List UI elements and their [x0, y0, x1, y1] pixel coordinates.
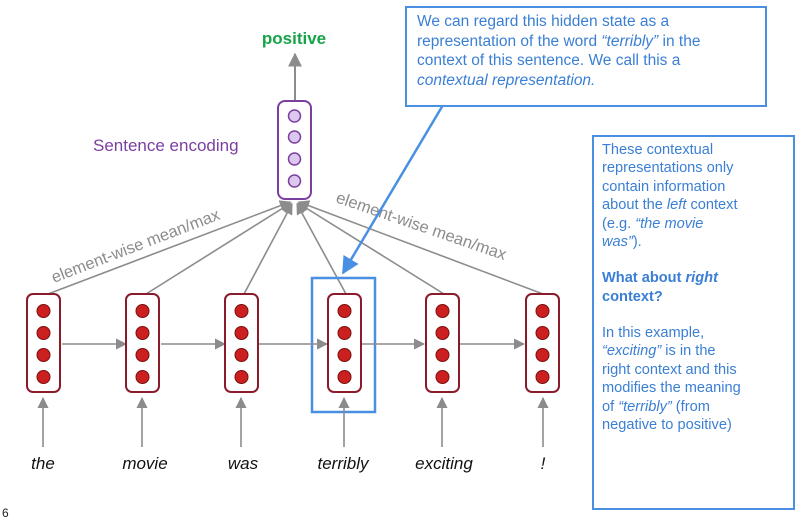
callout-right-text: representations only — [602, 160, 734, 177]
pooling-label-left: element-wise mean/max — [49, 206, 223, 287]
callout-top-line: We can regard this hidden state as a — [417, 12, 755, 32]
callout-right-text: is in the — [661, 343, 716, 360]
callout-right-emphasis: “terribly” — [618, 398, 672, 415]
word-movie: movie — [122, 454, 167, 473]
callout-right-emphasis: right — [685, 270, 718, 287]
callout-right-line: In this example, — [602, 324, 785, 342]
callout-right-text: contain information — [602, 178, 726, 195]
hidden-cell-exclamation — [525, 293, 560, 393]
callout-top-line: representation of the word “terribly” in… — [417, 32, 755, 52]
contextual-representation-callout: We can regard this hidden state as a rep… — [405, 6, 767, 107]
sentence-encoding-label: Sentence encoding — [93, 136, 239, 155]
callout-right-line: about the left context — [602, 196, 785, 214]
callout-right-text: of — [602, 398, 619, 415]
callout-right-text: about the — [602, 197, 667, 214]
callout-right-text: These contextual — [602, 142, 714, 158]
hidden-cell-movie — [125, 293, 160, 393]
callout-right-text: (e.g. — [602, 215, 636, 232]
callout-right-text: context? — [602, 288, 663, 305]
callout-right-line: negative to positive) — [602, 416, 785, 434]
word-exciting: exciting — [415, 454, 473, 473]
callout-right-text: modifies the meaning — [602, 380, 741, 397]
callout-right-emphasis: left — [666, 197, 687, 214]
callout-top-text: representation of the word — [417, 32, 602, 50]
callout-right-line: representations only — [602, 159, 785, 177]
pooling-label-right: element-wise mean/max — [334, 189, 510, 264]
callout-right-line: contain information — [602, 178, 785, 196]
hidden-cell-was — [224, 293, 259, 393]
callout-right-line: right context and this — [602, 361, 785, 379]
paragraph-gap — [602, 251, 785, 269]
pooling-arrows — [47, 200, 544, 295]
callout-right-line: was”). — [602, 233, 785, 251]
callout-top-emphasis: contextual representation. — [417, 71, 596, 89]
callout-right-text: negative to positive) — [602, 416, 732, 433]
callout-right-text: (from — [671, 398, 710, 415]
callout-pointer-arrow — [341, 104, 445, 275]
callout-right-text: What about — [602, 270, 686, 287]
left-context-callout: These contextual representations only co… — [592, 135, 795, 510]
callout-right-emphasis: was” — [602, 233, 633, 250]
word-exclamation: ! — [541, 454, 546, 473]
callout-top-text: context of this sentence. We call this a — [417, 52, 681, 70]
sentence-encoding-cell — [277, 100, 312, 200]
word-terribly: terribly — [317, 454, 370, 473]
paragraph-gap — [602, 306, 785, 324]
callout-right-text: context — [686, 197, 738, 214]
slide-number: 6 — [2, 506, 9, 520]
word-was: was — [228, 454, 259, 473]
callout-right-line: (e.g. “the movie — [602, 215, 785, 233]
hidden-cell-exciting — [425, 293, 460, 393]
callout-top-line: contextual representation. — [417, 71, 755, 91]
callout-top-line: context of this sentence. We call this a — [417, 51, 755, 71]
hidden-cell-terribly — [327, 293, 362, 393]
callout-right-text: In this example, — [602, 325, 705, 341]
callout-right-line: What about right — [602, 269, 785, 287]
callout-right-text: right context and this — [602, 361, 737, 378]
callout-top-emphasis: “terribly” — [601, 32, 659, 50]
callout-top-text: in the — [658, 32, 701, 50]
callout-right-text: ). — [632, 233, 642, 250]
input-arrows — [37, 396, 549, 447]
hidden-cell-the — [26, 293, 61, 393]
callout-right-emphasis: “the movie — [635, 215, 704, 232]
callout-right-line: “exciting” is in the — [602, 342, 785, 360]
callout-right-line: context? — [602, 288, 785, 306]
output-label: positive — [262, 29, 326, 48]
callout-right-line: modifies the meaning — [602, 379, 785, 397]
word-the: the — [31, 454, 55, 473]
callout-right-line: These contextual — [602, 141, 785, 159]
callout-right-line: of “terribly” (from — [602, 398, 785, 416]
callout-right-emphasis: “exciting” — [602, 343, 662, 360]
callout-top-text: We can regard this hidden state as a — [417, 13, 670, 30]
